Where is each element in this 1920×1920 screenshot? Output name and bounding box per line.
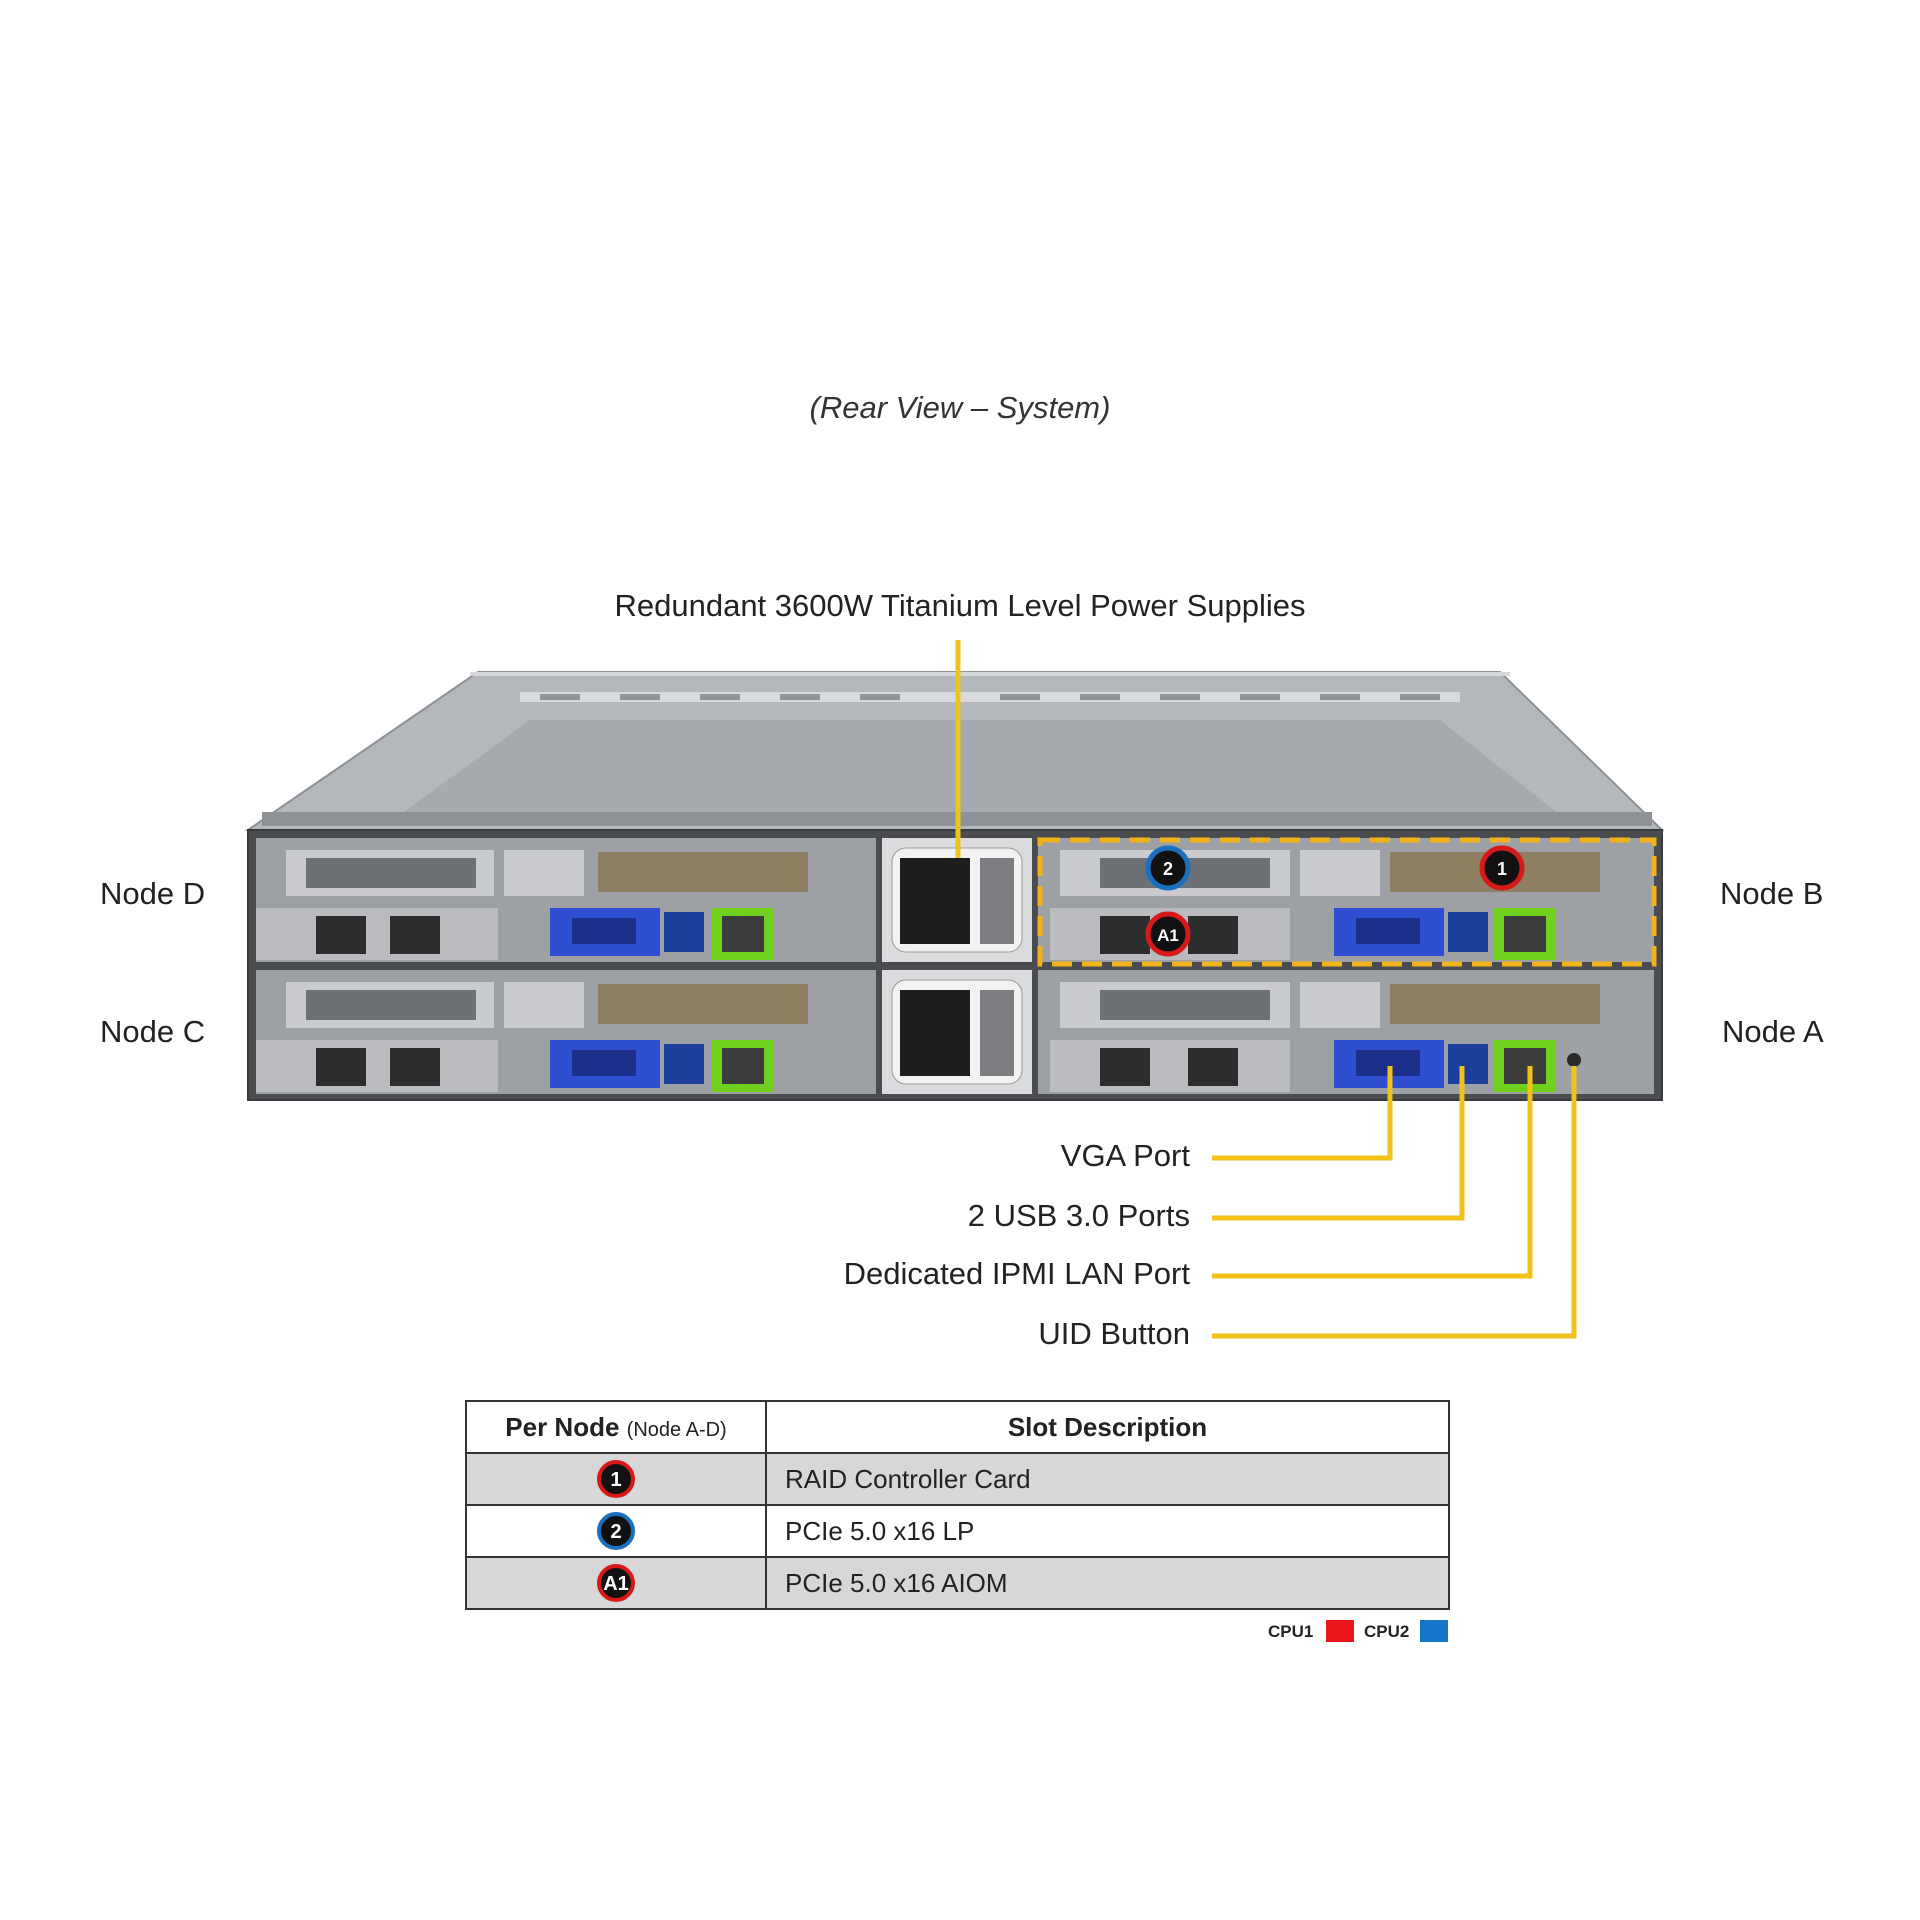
slot-badge-cell: A1 [465,1556,767,1610]
uid-callout-line [1212,1066,1577,1339]
header-per-node-sub: (Node A-D) [626,1418,727,1441]
vga-callout-line [1212,1066,1393,1161]
legend-cpu1-swatch [1326,1620,1354,1642]
marker-slot-a1: A1 [1145,911,1191,957]
marker-slot-a1-label: A1 [1157,926,1179,945]
slot-badge-a1: A1 [597,1564,635,1602]
diagram-caption: (Rear View – System) [809,390,1111,425]
marker-slot-1-label: 1 [1497,859,1507,879]
top-vent-strip [520,692,1460,702]
psu-label: Redundant 3600W Titanium Level Power Sup… [614,588,1306,623]
usb-ports-label: 2 USB 3.0 Ports [967,1198,1190,1233]
slot-badge-2: 2 [597,1512,635,1550]
legend-cpu2-swatch [1420,1620,1448,1642]
psu-module-top [882,838,1032,962]
usb-ports [1448,1044,1488,1084]
slot-description: PCIe 5.0 x16 AIOM [765,1556,1450,1610]
marker-slot-2: 2 [1145,845,1191,891]
node-b-module [1037,837,1657,967]
node-b-highlight-box [1037,837,1657,967]
slot-description: PCIe 5.0 x16 LP [765,1504,1450,1558]
node-a-label: Node A [1722,1014,1824,1049]
vga-port-label: VGA Port [1060,1138,1190,1173]
node-c-label: Node C [100,1014,206,1049]
table-row: A1 PCIe 5.0 x16 AIOM [465,1556,1450,1610]
psu-module-bottom [882,970,1032,1094]
node-a-module [1038,970,1654,1094]
node-b-label: Node B [1720,876,1824,911]
table-row: 1 RAID Controller Card [465,1452,1450,1506]
slot-badge-1: 1 [597,1460,635,1498]
usb-callout-line [1212,1066,1465,1221]
header-slot-description: Slot Description [765,1400,1450,1454]
slot-description: RAID Controller Card [765,1452,1450,1506]
table-header-row: Per Node (Node A-D) Slot Description [465,1400,1450,1454]
node-d-label: Node D [100,876,206,911]
ipmi-lan-port-label: Dedicated IPMI LAN Port [843,1256,1190,1291]
server-rear-illustration: 2 1 A1 [244,640,1665,1339]
slot-description-table: Per Node (Node A-D) Slot Description 1 R… [465,1400,1450,1610]
header-per-node-text: Per Node [505,1411,620,1442]
node-d-module [256,838,876,962]
marker-slot-2-label: 2 [1163,859,1173,879]
uid-button-label: UID Button [1038,1316,1190,1351]
legend-cpu1-label: CPU1 [1268,1622,1314,1641]
node-c-module [256,970,876,1094]
header-per-node: Per Node (Node A-D) [465,1400,767,1454]
table-row: 2 PCIe 5.0 x16 LP [465,1504,1450,1558]
uid-button [1567,1053,1581,1067]
ipmi-callout-line [1212,1066,1533,1279]
legend-cpu2-label: CPU2 [1364,1622,1410,1641]
marker-slot-1: 1 [1479,845,1525,891]
slot-badge-cell: 1 [465,1452,767,1506]
slot-badge-cell: 2 [465,1504,767,1558]
